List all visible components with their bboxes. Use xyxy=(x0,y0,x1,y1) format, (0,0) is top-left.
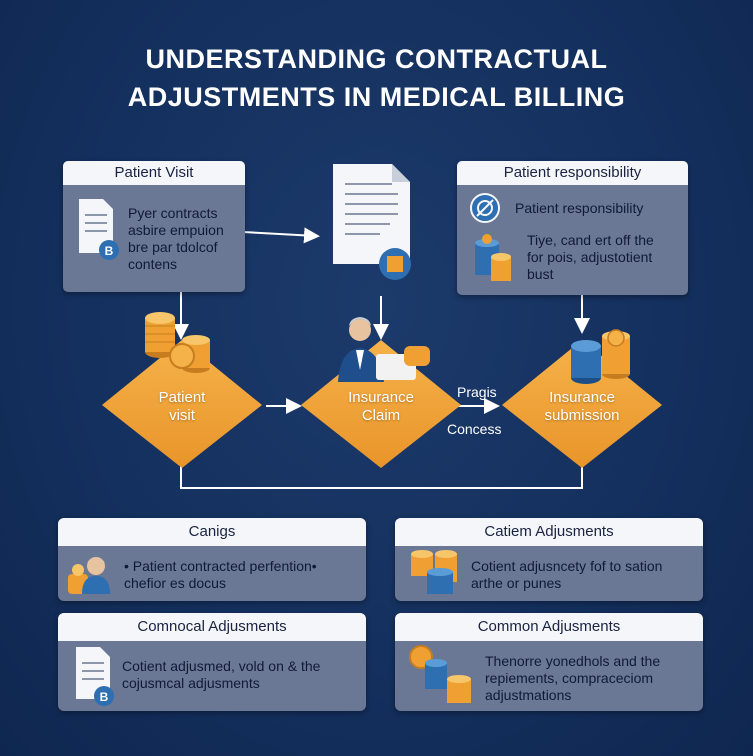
coins-icon xyxy=(409,645,471,703)
card-item-label: Patient responsibility xyxy=(515,200,644,216)
node-label-patient-visit: Patient visit xyxy=(122,389,242,425)
title-line-2: ADJUSTMENTS IN MEDICAL BILLING xyxy=(127,82,626,112)
card-patient-visit: Patient Visit B Pyer contracts asbire em… xyxy=(63,161,245,292)
card-canigs: Canigs • Patient contracted perfention• … xyxy=(58,518,366,601)
node-label-line: Claim xyxy=(361,407,401,424)
document-icon: B xyxy=(76,647,114,706)
target-icon xyxy=(470,193,500,223)
coins-icon xyxy=(145,312,210,373)
node-label-line: Insurance xyxy=(549,389,615,406)
avatar-icon xyxy=(68,557,110,594)
node-label-insurance-claim: Insurance Claim xyxy=(321,389,441,425)
coins-icon xyxy=(475,234,511,281)
card-text-line: Tiye, cand ert off the xyxy=(527,232,654,248)
card-text-line: repiements, compraceciom xyxy=(485,670,654,686)
card-heading: Patient responsibility xyxy=(457,161,688,185)
arrow-card-to-document xyxy=(242,227,320,244)
card-text-line: Thenorre yonedhols and the xyxy=(485,653,661,669)
node-label-insurance-submission: Insurance submission xyxy=(522,389,642,425)
card-text-line: arthe or punes xyxy=(471,575,562,591)
document-icon xyxy=(333,164,411,280)
title-line-1: UNDERSTANDING CONTRACTUAL xyxy=(145,44,608,74)
node-label-line: visit xyxy=(169,407,195,424)
node-label-line: Insurance xyxy=(348,389,414,406)
card-text-line: adjustmations xyxy=(485,687,572,703)
card-heading: Comnocal Adjusments xyxy=(58,613,366,641)
diamond-patient-visit xyxy=(102,340,262,468)
card-text-line: bre par tdolcof xyxy=(128,239,218,255)
edge-label-below: Concess xyxy=(447,421,502,437)
card-text-line: chefior es docus xyxy=(124,575,226,591)
card-heading: Canigs xyxy=(58,518,366,546)
card-comnocal-adjusments: Comnocal Adjusments B Cotient adjusmed, … xyxy=(58,613,366,711)
badge-icon: B xyxy=(100,690,109,704)
card-heading: Patient Visit xyxy=(63,161,245,185)
coins-icon xyxy=(411,550,457,594)
card-text-line: Cotient adjusmed, vold on & the xyxy=(122,658,321,674)
card-text-line: asbire empuion xyxy=(128,222,224,238)
card-text-line: bust xyxy=(527,266,554,282)
businessman-icon xyxy=(338,317,430,382)
card-patient-responsibility: Patient responsibility Patient responsib… xyxy=(457,161,688,295)
card-text-line: • Patient contracted perfention• xyxy=(124,558,317,574)
card-common-adjusments: Common Adjusments Thenorre yonedhols and… xyxy=(395,613,703,711)
diamond-insurance-claim xyxy=(301,340,461,468)
coins-icon xyxy=(571,329,630,384)
node-label-line: Patient xyxy=(158,389,206,406)
edge-label-above: Pragis xyxy=(457,384,497,400)
node-label-line: submission xyxy=(544,407,620,424)
card-heading: Common Adjusments xyxy=(395,613,703,641)
card-catiem-adjusments: Catiem Adjusments Cotient adjusncety fof… xyxy=(395,518,703,601)
diamond-insurance-submission xyxy=(502,340,662,468)
bottom-connector xyxy=(180,460,583,489)
card-text-line: Pyer contracts xyxy=(128,205,218,221)
badge-icon: B xyxy=(105,244,114,258)
card-text-line: cojusmcal adjusments xyxy=(122,675,260,691)
card-text-line: for pois, adjustotient xyxy=(527,249,653,265)
card-text-line: contens xyxy=(128,256,178,272)
document-icon: B xyxy=(79,199,119,260)
card-text-line: Cotient adjusncety fof to sation xyxy=(471,558,663,574)
card-heading: Catiem Adjusments xyxy=(395,518,703,546)
